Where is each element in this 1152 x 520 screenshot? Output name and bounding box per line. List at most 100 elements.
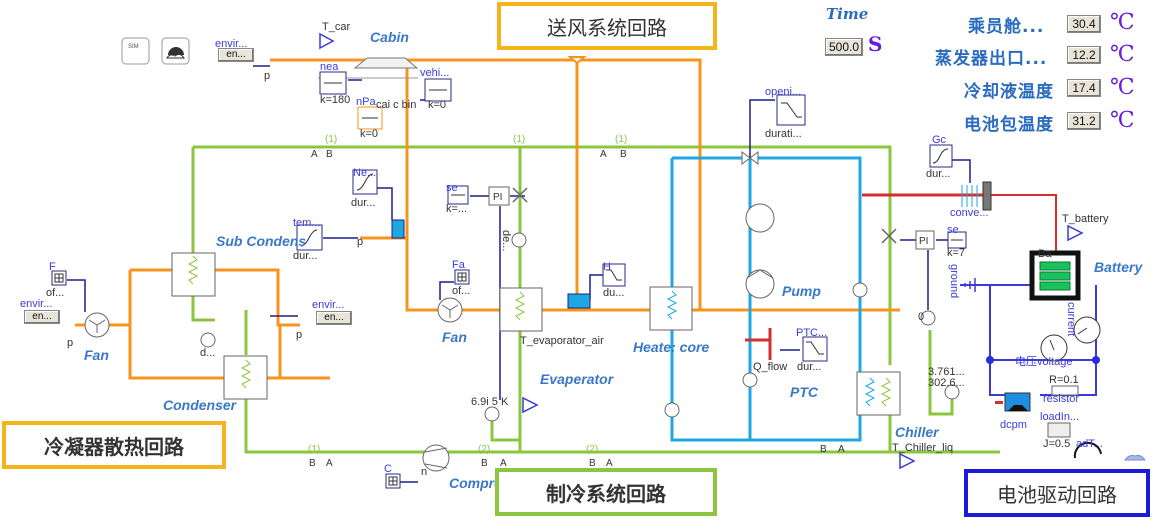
gc-ramp-block[interactable] — [929, 144, 953, 168]
ptc-source-label: PTC... — [796, 327, 827, 339]
cabin-ports-label: cai c bin — [376, 99, 416, 111]
resistor-label: resistor — [1043, 393, 1079, 405]
load-inertia-icon[interactable] — [1047, 422, 1071, 438]
pump-label: Pump — [782, 283, 821, 299]
envir-input-left[interactable]: en... — [24, 310, 60, 324]
envir-label-right: envir... — [312, 299, 344, 311]
t-evaporator-air-sensor-icon[interactable] — [522, 396, 539, 414]
dur-label: dur... — [351, 197, 375, 209]
openi-label: openi... — [765, 86, 801, 98]
table-icon — [54, 273, 64, 283]
sim-icon[interactable] — [121, 37, 150, 65]
k-dots-label: k=... — [446, 203, 467, 215]
heater-core-label: Heate: core — [633, 339, 709, 355]
gc-label: Gc — [932, 134, 947, 146]
air-line-cond-right — [215, 268, 300, 327]
pi-label: PI — [493, 192, 502, 203]
ptc-label: PTC — [790, 384, 819, 400]
port-b-label: B — [481, 458, 488, 469]
readout-unit-cabin: ℃ — [1110, 10, 1135, 35]
chiller-sensor-icon[interactable] — [920, 310, 936, 326]
sub-condenser-damper-icon[interactable] — [391, 219, 405, 239]
openi-ramp-block[interactable] — [776, 94, 806, 126]
voltage-meter-icon[interactable] — [1040, 334, 1068, 362]
port-a-label: A — [326, 458, 333, 469]
coolant-loop — [670, 156, 862, 442]
expansion-valve-icon[interactable] — [512, 187, 528, 203]
pi-controller-2[interactable] — [915, 230, 935, 250]
battery-cell-2 — [1039, 271, 1071, 281]
fan-blade-icon — [441, 304, 459, 318]
flow-sensor-icon[interactable] — [511, 232, 527, 248]
ptc-ramp-block[interactable] — [802, 336, 828, 362]
battery-cell-3 — [1039, 281, 1071, 291]
d-label: d... — [200, 347, 215, 359]
circuit-node — [986, 356, 994, 364]
t-chiller-liq-sensor-icon[interactable] — [899, 452, 916, 470]
h-label: H — [603, 261, 611, 273]
refrigerant-line-sensor — [490, 420, 520, 442]
envir-input-right[interactable]: en... — [316, 311, 352, 325]
convection-element[interactable] — [961, 181, 992, 211]
ramp-down-icon — [806, 341, 824, 355]
port-b-label: B — [309, 458, 316, 469]
index-label: (1) — [308, 444, 320, 455]
t-chiller-liq-label: T_Chiller_liq — [892, 442, 953, 454]
t-car-sensor-icon[interactable] — [319, 32, 335, 50]
cabin-car-icon[interactable] — [353, 57, 419, 69]
ramp-up-icon — [300, 229, 318, 247]
expansion-valve-2-icon[interactable] — [881, 228, 897, 244]
dcpm-label: dcpm — [1000, 419, 1027, 431]
signal-openi — [749, 99, 775, 158]
du-label: du... — [603, 287, 624, 299]
evaporator-hx[interactable] — [499, 287, 543, 332]
port-a-label: A — [838, 444, 845, 455]
voltage-label: 电压voltage — [1015, 355, 1072, 368]
readout-value-coolant: 17.4 — [1067, 79, 1101, 97]
superheat-sensor-icon[interactable] — [484, 406, 500, 422]
tem-label: tem... — [293, 217, 321, 229]
durati-label: durati... — [765, 128, 802, 140]
t-car-label: T_car — [322, 21, 350, 33]
pi-controller[interactable] — [488, 186, 510, 206]
weather-cloud-icon — [1124, 455, 1146, 461]
ne-label: Ne... — [353, 167, 376, 179]
load-inertia-j-label: J=0.5 — [1043, 438, 1070, 450]
table-icon — [388, 476, 398, 486]
coolant-sensor-2-icon[interactable] — [742, 372, 758, 388]
chiller-hx[interactable] — [856, 371, 901, 416]
coolant-sensor-3-icon[interactable] — [852, 282, 868, 298]
motor-base-icon — [1008, 405, 1028, 411]
index-label: (1) — [615, 134, 627, 145]
mixing-damper-icon[interactable] — [567, 293, 591, 309]
zero-readout: 0 — [918, 311, 924, 323]
readout-label-evap-outlet: 蒸发器出口... — [935, 49, 1048, 69]
subcond-sensor-icon[interactable] — [200, 332, 216, 348]
n-label: n — [421, 466, 427, 478]
resistor-icon[interactable] — [1051, 385, 1079, 396]
chiller-state-sensor-icon[interactable] — [944, 384, 960, 400]
time-unit: S — [868, 32, 883, 56]
pump-icon[interactable] — [745, 269, 775, 299]
envir-input-top[interactable]: en... — [218, 48, 254, 62]
battery-cell-1 — [1039, 261, 1071, 271]
current-meter-icon[interactable] — [1073, 316, 1101, 344]
t-battery-label: T_battery — [1062, 213, 1109, 225]
p-label: p — [357, 236, 363, 248]
p-label: p — [67, 337, 73, 349]
motor-connector — [995, 401, 1003, 404]
cabin-label: Cabin — [370, 29, 409, 45]
pi-label-2: PI — [919, 236, 928, 247]
fa-label: Fa — [452, 259, 466, 271]
load-torque-icon[interactable] — [1073, 441, 1102, 459]
section-refrigeration: 制冷系统回路 — [495, 468, 717, 516]
coolant-sensor-1-icon[interactable] — [664, 402, 680, 418]
t-battery-sensor-icon[interactable] — [1067, 224, 1084, 242]
nea-label: nea — [320, 61, 339, 73]
coolant-tank-icon[interactable] — [745, 203, 775, 233]
envir-label-left: envir... — [20, 298, 52, 310]
signal-gc — [950, 159, 971, 183]
se-label: se — [446, 182, 458, 194]
load-torque-label: adT... — [1076, 438, 1103, 450]
three-way-valve-icon[interactable] — [741, 151, 759, 165]
